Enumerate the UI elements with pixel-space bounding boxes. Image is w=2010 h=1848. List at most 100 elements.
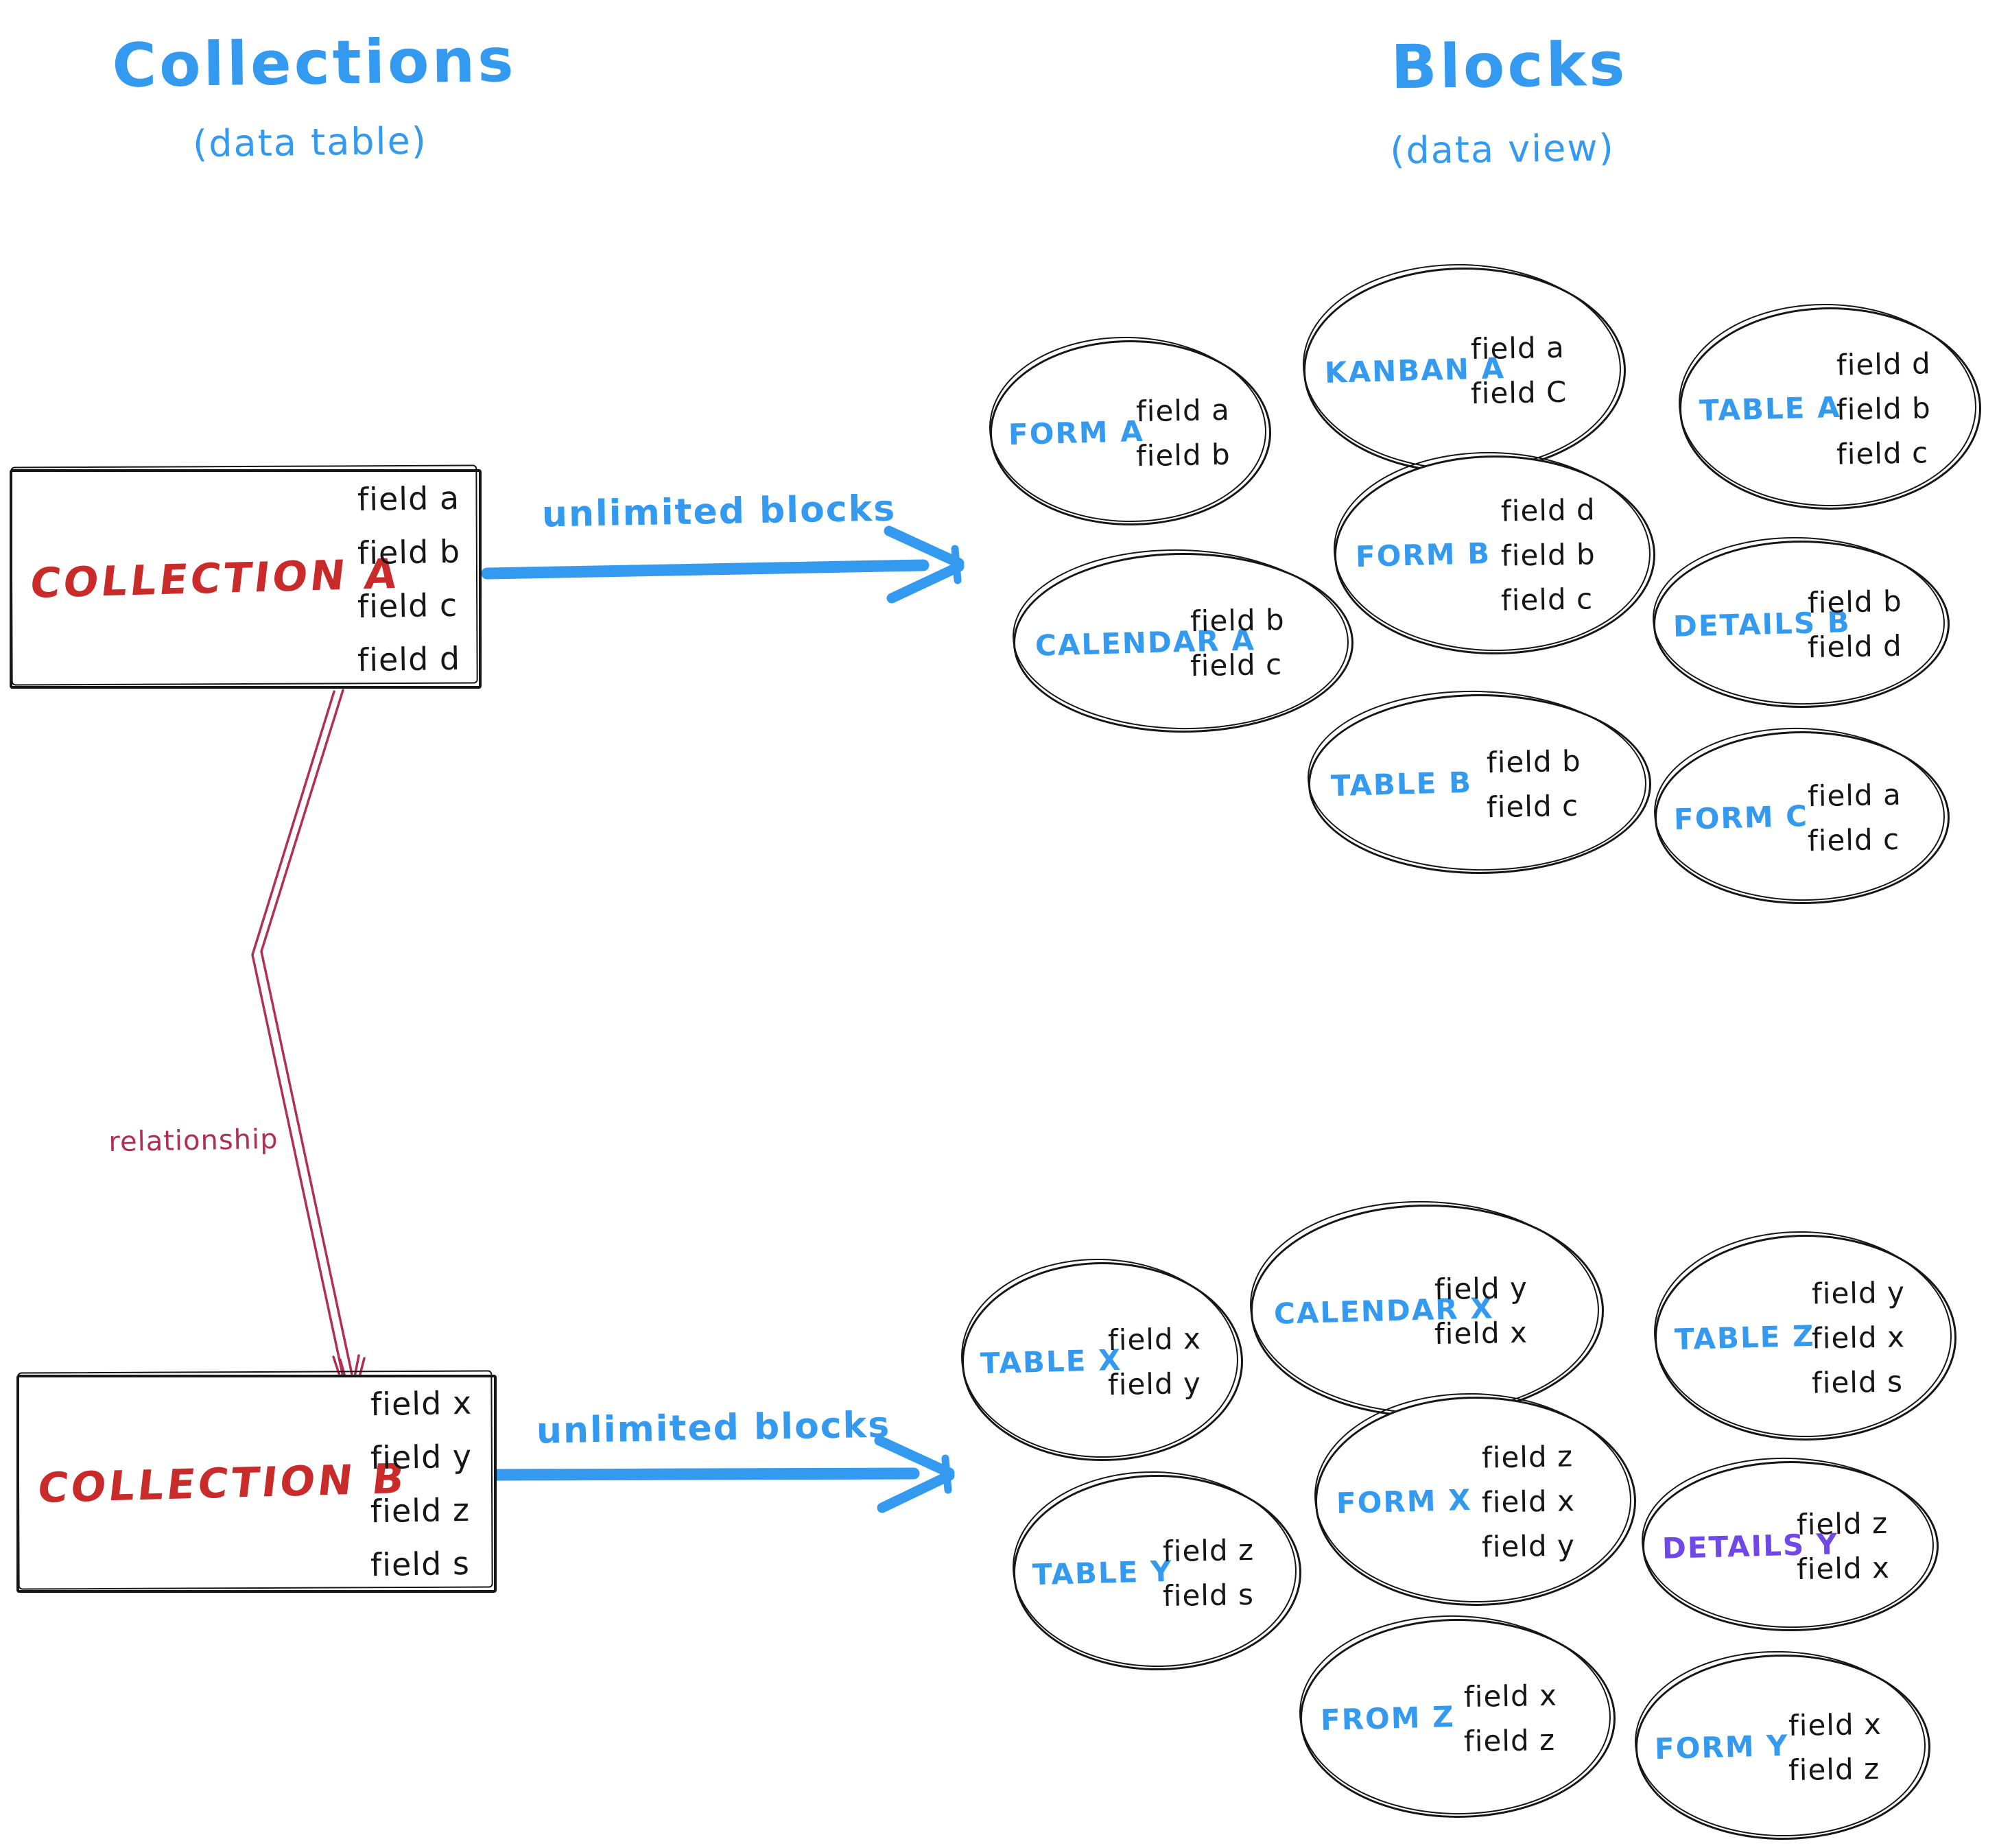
block-fields: field x field y [1107, 1321, 1202, 1402]
block-field: field b [1135, 437, 1231, 473]
blocks-title: Blocks [1390, 28, 1629, 103]
block-fields: field z field x [1796, 1506, 1890, 1587]
block-field: field b [1190, 602, 1285, 639]
unlimited-blocks-label-a: unlimited blocks [541, 488, 897, 536]
block-field: field s [1811, 1364, 1903, 1400]
collection-field: field y [370, 1437, 473, 1477]
block-fields: field z field x field y [1481, 1438, 1576, 1564]
collections-title: Collections [111, 24, 517, 102]
collection-field: field c [357, 586, 458, 626]
block-label: TABLE B [1330, 765, 1473, 803]
block-field: field s [1162, 1577, 1255, 1613]
block-field: field z [1788, 1751, 1880, 1788]
collection-b-fields: field x field y field z field s [370, 1384, 473, 1584]
block-ellipse-table-z: TABLE Z field y field x field s [1655, 1235, 1956, 1441]
block-fields: field y field x field s [1811, 1275, 1905, 1400]
block-field: field d [1807, 628, 1902, 665]
block-label: TABLE Y [1032, 1554, 1173, 1591]
block-field: field c [1808, 822, 1900, 858]
block-field: field b [1486, 744, 1581, 780]
block-field: field z [1463, 1722, 1556, 1759]
relationship-label: relationship [108, 1123, 279, 1159]
block-field: field z [1796, 1506, 1888, 1542]
block-label: TABLE Z [1674, 1318, 1816, 1357]
collection-field: field s [370, 1544, 471, 1584]
block-field: field x [1811, 1320, 1905, 1355]
block-label: FROM Z [1320, 1699, 1456, 1738]
block-field: field c [1486, 788, 1579, 825]
block-fields: field y field x [1434, 1270, 1528, 1351]
block-field: field c [1836, 435, 1929, 471]
block-fields: field a field c [1808, 777, 1902, 858]
block-label: FORM C [1673, 798, 1810, 837]
collection-a-fields: field a field b field c field d [357, 479, 461, 679]
block-field: field x [1463, 1678, 1558, 1714]
block-field: field x [1788, 1707, 1882, 1743]
unlimited-blocks-arrow-a [481, 525, 965, 604]
collection-b-name: COLLECTION B [34, 1455, 410, 1513]
block-fields: field z field s [1162, 1532, 1255, 1613]
collection-field: field b [357, 532, 461, 572]
collection-field: field d [357, 639, 461, 679]
block-field: field z [1162, 1532, 1255, 1568]
block-field: field x [1796, 1550, 1890, 1587]
block-field: field x [1434, 1315, 1528, 1351]
collection-b-box: COLLECTION B field x field y field z fie… [16, 1375, 497, 1593]
block-field: field y [1481, 1528, 1576, 1564]
block-ellipse-table-b: TABLE B field b field c [1308, 694, 1651, 874]
blocks-subtitle: (data view) [1389, 126, 1616, 173]
unlimited-blocks-label-b: unlimited blocks [536, 1404, 891, 1452]
block-field: field c [1190, 647, 1283, 683]
block-field: field a [1808, 777, 1902, 814]
block-fields: field b field c [1190, 602, 1285, 683]
relationship-arrow [251, 689, 366, 1399]
collection-a-name: COLLECTION A [27, 549, 403, 608]
block-field: field b [1500, 537, 1596, 573]
block-fields: field d field b field c [1836, 346, 1931, 471]
block-fields: field x field z [1463, 1678, 1558, 1759]
block-field: field x [1481, 1483, 1576, 1519]
collection-field: field a [357, 479, 460, 519]
collections-subtitle: (data table) [192, 119, 428, 166]
block-field: field z [1481, 1438, 1574, 1475]
block-field: field d [1836, 346, 1931, 382]
block-label: FORM Y [1654, 1728, 1790, 1766]
block-label: TABLE A [1699, 390, 1842, 427]
block-field: field a [1470, 330, 1565, 366]
block-field: field y [1107, 1366, 1202, 1402]
block-field: field x [1107, 1321, 1202, 1358]
block-fields: field b field c [1486, 744, 1581, 825]
block-label: FORM X [1336, 1482, 1472, 1520]
block-field: field C [1470, 375, 1568, 411]
block-fields: field b field d [1807, 584, 1902, 665]
block-label: FORM A [1008, 414, 1145, 452]
block-ellipse-table-a: TABLE A field d field b field c [1679, 307, 1981, 510]
block-field: field y [1811, 1275, 1905, 1311]
block-field: field b [1836, 390, 1931, 427]
collection-field: field x [370, 1384, 473, 1423]
collection-field: field z [370, 1491, 471, 1530]
block-field: field c [1500, 582, 1594, 617]
block-label: TABLE X [980, 1342, 1123, 1381]
block-field: field y [1434, 1270, 1528, 1307]
collection-a-box: COLLECTION A field a field b field c fie… [10, 469, 482, 689]
block-fields: field a field C [1470, 330, 1568, 411]
block-fields: field x field z [1788, 1707, 1882, 1788]
block-field: field b [1807, 584, 1902, 620]
block-label: FORM B [1355, 536, 1491, 574]
